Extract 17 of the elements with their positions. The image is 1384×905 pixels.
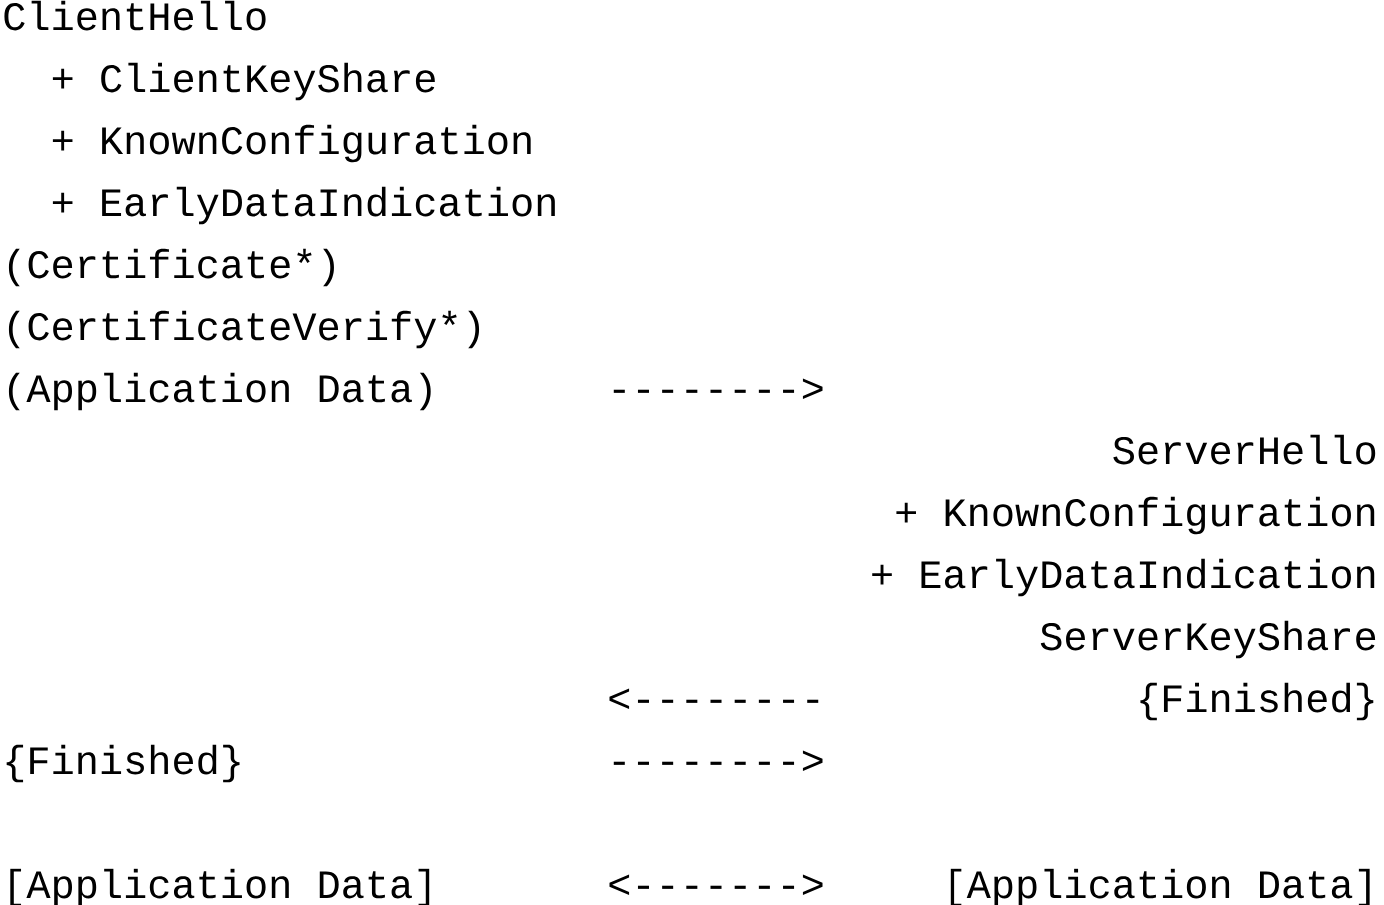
- message-label: + ClientKeyShare: [52, 62, 435, 101]
- message-label: ClientHello: [4, 0, 266, 31]
- message-label: + EarlyDataIndication: [872, 558, 1375, 597]
- message-label: + KnownConfiguration: [52, 124, 531, 163]
- message-label: + EarlyDataIndication: [52, 186, 555, 225]
- message-label: {Finished}: [1140, 682, 1374, 721]
- arrow: <--------: [609, 688, 819, 709]
- message-label: {Finished}: [6, 744, 240, 783]
- arrow: <------->: [609, 874, 823, 895]
- message-label: (CertificateVerify*): [8, 310, 480, 349]
- message-label: (Application Data): [8, 372, 431, 411]
- message-label: + KnownConfiguration: [896, 496, 1375, 535]
- arrow: -------->: [613, 750, 823, 771]
- message-label: ServerHello: [1113, 434, 1376, 465]
- arrow: -------->: [613, 378, 823, 399]
- message-label: (Certificate*): [8, 248, 334, 287]
- message-label: ServerKeyShare: [1040, 620, 1376, 659]
